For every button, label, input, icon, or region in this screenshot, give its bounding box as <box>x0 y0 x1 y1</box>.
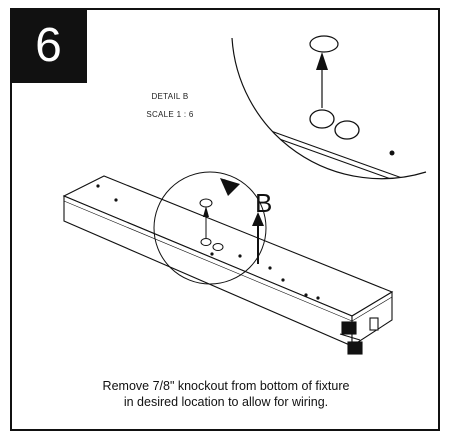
callout-letter: B <box>255 188 272 218</box>
knockout-hole-icon <box>334 120 360 140</box>
detail-scale: SCALE 1 : 6 <box>146 110 194 119</box>
fixture-channel <box>62 175 394 355</box>
knockout-hole-icon <box>212 243 224 251</box>
knockout-hole-icon <box>309 109 335 129</box>
knockout-disc-icon <box>309 35 339 53</box>
step-number-badge: 6 <box>10 8 87 83</box>
knockout-hole-icon <box>200 238 212 246</box>
instruction-text: Remove 7/8" knockout from bottom of fixt… <box>20 378 432 410</box>
step-number: 6 <box>35 19 62 72</box>
instruction-line-2: in desired location to allow for wiring. <box>123 395 329 409</box>
instruction-line-1: Remove 7/8" knockout from bottom of fixt… <box>102 379 350 393</box>
detail-callout-circle <box>153 171 267 285</box>
detail-b-view <box>231 35 427 180</box>
detail-name: DETAIL B <box>151 92 189 101</box>
fixture-holes <box>96 184 320 300</box>
